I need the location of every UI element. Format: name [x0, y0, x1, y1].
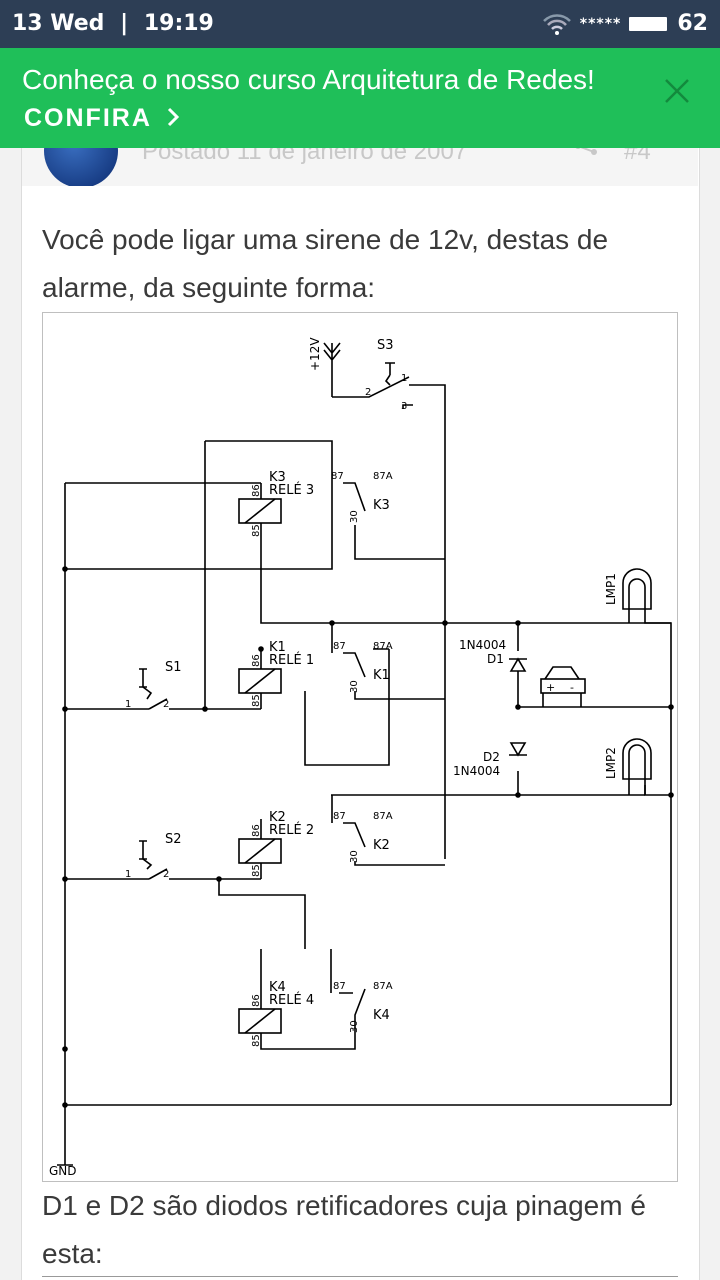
schematic-svg: +12V S3 2 1 3 K3 RELÉ 3 86 85 87 87A 30 … [49, 337, 674, 1178]
label-k1-86: 86 [251, 654, 262, 667]
label-k3-87a: 87A [373, 471, 393, 482]
label-k3-85: 85 [251, 524, 262, 537]
label-k3-86: 86 [251, 484, 262, 497]
label-supply: +12V [308, 337, 322, 371]
label-k4-85: 85 [251, 1034, 262, 1047]
label-s3-pin2: 2 [365, 387, 371, 398]
battery-icon [629, 16, 668, 31]
label-k4-contact: K4 [373, 1008, 390, 1023]
label-d2: D2 [483, 750, 500, 764]
label-d1: D1 [487, 652, 504, 666]
label-k2-contact: K2 [373, 838, 390, 853]
status-left: 13 Wed | 19:19 [12, 11, 214, 36]
label-s1: S1 [165, 660, 182, 675]
label-k1-85: 85 [251, 694, 262, 707]
label-k4-86: 86 [251, 994, 262, 1007]
label-k2-87a: 87A [373, 811, 393, 822]
label-k4-87: 87 [333, 981, 346, 992]
wifi-icon [542, 13, 571, 35]
banner-cta-label: CONFIRA [24, 104, 151, 132]
post-meta-bar: Postado 11 de janeiro de 2007 #4 [22, 148, 698, 186]
label-speaker-plus: + [546, 681, 555, 694]
label-k2-30: 30 [349, 850, 360, 863]
label-k2-title: RELÉ 2 [269, 822, 314, 838]
close-icon[interactable] [662, 76, 692, 106]
label-d1-part: 1N4004 [459, 638, 506, 652]
label-k1-title: RELÉ 1 [269, 652, 314, 668]
label-s2: S2 [165, 832, 182, 847]
label-k3-87: 87 [331, 471, 344, 482]
post-text-after: D1 e D2 são diodos retificadores cuja pi… [42, 1190, 646, 1269]
status-bar: 13 Wed | 19:19 ***** 62 [0, 0, 720, 48]
label-k4-87a: 87A [373, 981, 393, 992]
status-date: 13 Wed [12, 11, 105, 36]
label-k3-name: K3 [269, 470, 286, 485]
label-k2-name: K2 [269, 810, 286, 825]
label-k3-contact: K3 [373, 498, 390, 513]
label-k4-30: 30 [349, 1020, 360, 1033]
label-d2-part: 1N4004 [453, 764, 500, 778]
label-k3-30: 30 [349, 510, 360, 523]
label-lmp2: LMP2 [604, 747, 618, 779]
status-separator: | [120, 11, 129, 36]
label-s3-pin1: 1 [401, 373, 407, 384]
avatar[interactable] [44, 148, 118, 186]
label-s1-pin1: 1 [125, 699, 131, 710]
banner-cta-link[interactable]: CONFIRA [24, 104, 180, 133]
status-time: 19:19 [143, 11, 214, 36]
label-k1-87a: 87A [373, 641, 393, 652]
label-k1-30: 30 [349, 680, 360, 693]
signal-icon: ***** [579, 15, 622, 32]
label-k1-contact: K1 [373, 668, 390, 683]
post-number-link[interactable]: #4 [624, 148, 651, 165]
circuit-schematic-image: +12V S3 2 1 3 K3 RELÉ 3 86 85 87 87A 30 … [42, 312, 678, 1182]
share-icon[interactable] [574, 148, 598, 162]
label-k1-name: K1 [269, 640, 286, 655]
label-k3-title: RELÉ 3 [269, 482, 314, 498]
label-k2-85: 85 [251, 864, 262, 877]
label-k4-title: RELÉ 4 [269, 992, 314, 1008]
label-s3-pin3: 3 [401, 401, 407, 412]
label-k4-name: K4 [269, 980, 286, 995]
label-s2-pin2: 2 [163, 869, 169, 880]
label-k2-87: 87 [333, 811, 346, 822]
label-lmp1: LMP1 [604, 573, 618, 605]
chevron-right-icon [167, 107, 180, 127]
post-date: Postado 11 de janeiro de 2007 [142, 148, 468, 165]
label-speaker-minus: - [570, 681, 574, 694]
divider [42, 1276, 678, 1277]
promo-banner[interactable]: Conheça o nosso curso Arquitetura de Red… [0, 48, 720, 148]
status-right: ***** 62 [542, 11, 708, 36]
battery-level: 62 [677, 11, 708, 36]
label-k2-86: 86 [251, 824, 262, 837]
post-text-intro: Você pode ligar uma sirene de 12v, desta… [42, 224, 609, 303]
label-s1-pin2: 2 [163, 699, 169, 710]
banner-title: Conheça o nosso curso Arquitetura de Red… [22, 64, 595, 95]
label-s2-pin1: 1 [125, 869, 131, 880]
label-s3: S3 [377, 338, 394, 353]
label-k1-87: 87 [333, 641, 346, 652]
label-gnd: GND [49, 1164, 77, 1178]
